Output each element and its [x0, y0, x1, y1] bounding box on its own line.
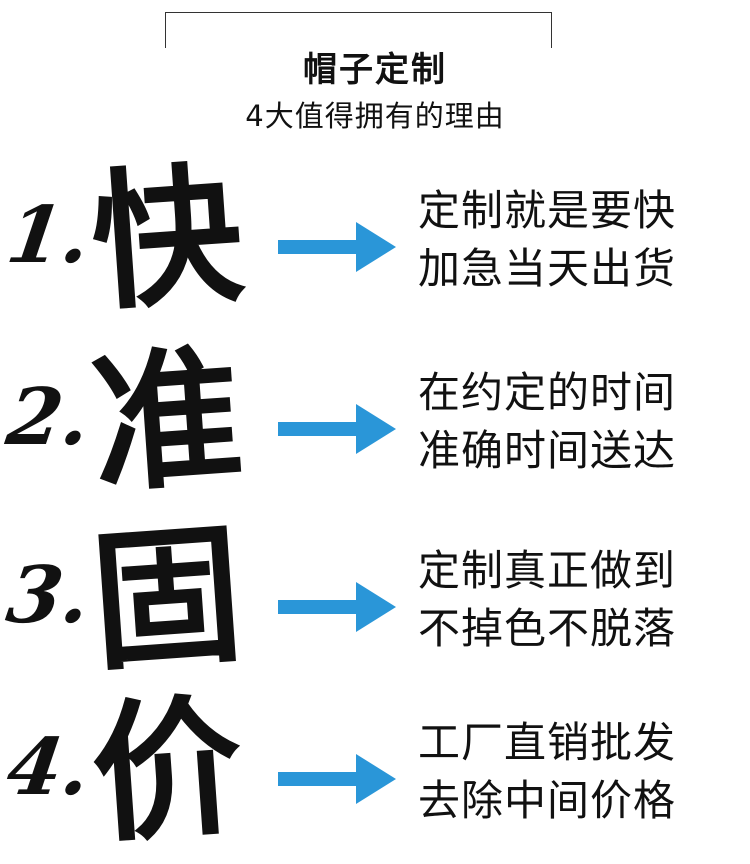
reason-line-1: 定制就是要快 [418, 186, 677, 235]
reason-calligraphy-char: 价 [86, 677, 248, 864]
page-subtitle: 4大值得拥有的理由 [245, 99, 505, 133]
right-arrow-icon [278, 404, 396, 454]
reason-description: 在约定的时间 准确时间送达 [418, 364, 738, 480]
reason-line-1: 在约定的时间 [418, 368, 677, 417]
reason-calligraphy-char: 快 [86, 145, 248, 333]
right-arrow-icon [278, 582, 396, 632]
header-bracket [165, 12, 552, 48]
reason-line-1: 定制真正做到 [418, 546, 677, 595]
reason-description: 工厂直销批发 去除中间价格 [418, 714, 738, 830]
reason-description: 定制就是要快 加急当天出货 [418, 182, 738, 298]
reason-calligraphy-char: 准 [86, 327, 248, 515]
reason-number: 2. [1, 372, 96, 463]
reason-number: 4. [1, 722, 96, 813]
reason-row: 2. 准 在约定的时间 准确时间送达 [0, 328, 750, 514]
reason-calligraphy-char: 固 [86, 505, 248, 693]
right-arrow-icon [278, 222, 396, 272]
reason-line-2: 准确时间送达 [418, 426, 677, 475]
reason-number: 1. [1, 190, 96, 281]
reason-line-2: 不掉色不脱落 [418, 604, 677, 653]
page-title: 帽子定制 [303, 50, 447, 90]
reason-number: 3. [1, 550, 96, 641]
right-arrow-icon [278, 754, 396, 804]
reason-description: 定制真正做到 不掉色不脱落 [418, 542, 738, 658]
reason-row: 3. 固 定制真正做到 不掉色不脱落 [0, 506, 750, 692]
reason-row: 4. 价 工厂直销批发 去除中间价格 [0, 678, 750, 864]
reason-row: 1. 快 定制就是要快 加急当天出货 [0, 146, 750, 332]
reason-line-1: 工厂直销批发 [418, 718, 677, 767]
reason-line-2: 加急当天出货 [418, 244, 677, 293]
reason-line-2: 去除中间价格 [418, 776, 677, 825]
